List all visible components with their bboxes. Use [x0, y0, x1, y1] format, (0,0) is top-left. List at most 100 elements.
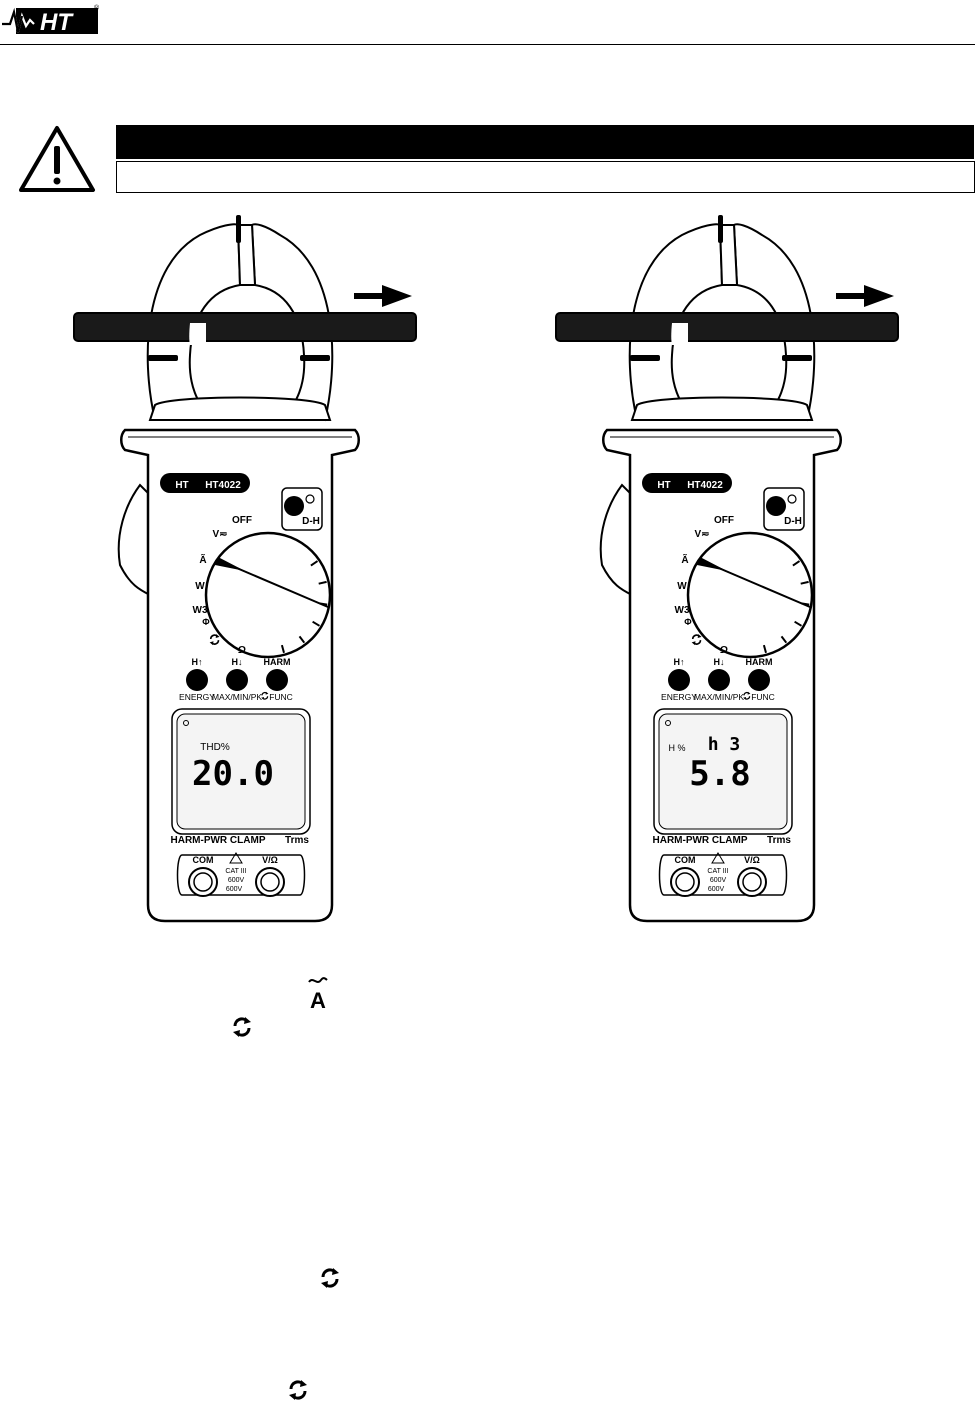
button-top-label: H↑	[192, 657, 203, 667]
dial-grip	[780, 635, 788, 644]
terminal-warning-icon	[711, 852, 725, 864]
button-bottom-label: FUNC	[751, 692, 775, 702]
jaw-overlap	[189, 323, 206, 345]
dial-grip	[762, 644, 767, 654]
dial-grip	[280, 644, 285, 654]
lightbulb-icon	[787, 494, 797, 504]
dial-label-phi: Φ	[202, 617, 210, 627]
cat-voltage-1: 600V	[710, 877, 727, 884]
dial-label-w: W	[677, 581, 687, 592]
v-ohm-label: V/Ω	[262, 855, 278, 865]
lcd-value: 20.0	[192, 754, 274, 794]
jaw-base	[630, 396, 814, 421]
auto-power-icon	[183, 720, 189, 726]
cycle-arrows-icon	[691, 634, 702, 646]
lcd-screen	[176, 713, 306, 830]
model-text: HT4022	[205, 480, 241, 491]
com-socket-inner	[675, 872, 695, 892]
brand-badge	[642, 473, 732, 493]
dial-label-a: Ã	[681, 553, 688, 566]
light-button-label: D-H	[784, 516, 802, 527]
trms-label: Trms	[285, 835, 309, 846]
jaw-mark-left	[148, 355, 178, 361]
button-top-label: H↓	[714, 657, 725, 667]
jaw-gap	[236, 224, 257, 286]
light-button	[284, 496, 304, 516]
lcd-label: H %	[668, 743, 685, 753]
logo-text: HT	[40, 9, 74, 36]
direction-arrow-shaft	[836, 293, 866, 299]
dial-label-w3: W3	[675, 605, 690, 616]
button-bottom-label: MAX/MIN/PK	[212, 692, 262, 702]
dial-label-phi: Φ	[684, 617, 692, 627]
ht-logo: HT ®	[2, 4, 100, 36]
light-button-label: D-H	[302, 516, 320, 527]
lcd-label: THD%	[200, 742, 230, 753]
dial-grip	[318, 580, 327, 585]
jaw-base	[148, 396, 332, 421]
dial-grip	[319, 602, 328, 606]
dial-grip	[801, 602, 810, 606]
jaw-mark-left	[630, 355, 660, 361]
button-bottom-label: ENERGY	[179, 692, 215, 702]
light-button	[766, 496, 786, 516]
model-footer-label: HARM-PWR CLAMP	[171, 835, 266, 846]
cycle-arrows-icon	[261, 691, 269, 700]
direction-arrow-head	[382, 285, 412, 307]
cycle-arrows-icon	[743, 691, 751, 700]
clamp-trigger	[599, 483, 633, 597]
function-button	[708, 669, 730, 691]
dial-grip	[312, 620, 321, 627]
jaw-overlap	[671, 323, 688, 345]
direction-arrow-shaft	[354, 293, 384, 299]
com-label: COM	[193, 855, 214, 865]
terminal-warning-icon	[229, 852, 243, 864]
cable	[73, 312, 417, 342]
button-bottom-label: MAX/MIN/PK	[694, 692, 744, 702]
rotary-dial	[204, 531, 332, 659]
dial-label-ohm: Ω	[720, 645, 728, 656]
button-top-label: HARM	[264, 657, 291, 667]
lcd-harmonic: h 3	[708, 734, 741, 755]
jaw-gap	[718, 224, 739, 286]
warning-triangle-icon	[19, 126, 95, 192]
function-button	[266, 669, 288, 691]
a-tilde-symbol: A	[308, 977, 328, 1013]
cat-voltage-2: 600V	[226, 886, 243, 893]
cat-label: CAT III	[225, 868, 246, 875]
cycle-arrows-icon	[321, 1268, 339, 1288]
dial-pointer-tip	[215, 557, 245, 571]
brand-badge	[160, 473, 250, 493]
lcd-screen	[658, 713, 788, 830]
lightbulb-icon	[305, 494, 315, 504]
brand-text: HT	[175, 480, 188, 491]
button-bottom-label: FUNC	[269, 692, 293, 702]
rotary-dial	[686, 531, 814, 659]
jaw-mark-top	[236, 215, 241, 243]
dial-grip	[792, 560, 801, 567]
model-footer-label: HARM-PWR CLAMP	[653, 835, 748, 846]
dial-label-off: OFF	[232, 515, 252, 526]
function-button	[226, 669, 248, 691]
com-socket-inner	[193, 872, 213, 892]
function-button	[748, 669, 770, 691]
dial-label-v: V≂	[694, 529, 709, 540]
v-socket-inner	[742, 872, 762, 892]
button-top-label: H↓	[232, 657, 243, 667]
com-label: COM	[675, 855, 696, 865]
dial-grip	[310, 560, 319, 567]
cycle-arrows-icon	[209, 634, 220, 646]
jaw-mark-right	[782, 355, 812, 361]
dial-label-w3: W3	[193, 605, 208, 616]
auto-power-icon	[665, 720, 671, 726]
cat-label: CAT III	[707, 868, 728, 875]
button-top-label: H↑	[674, 657, 685, 667]
dial-label-a: Ã	[199, 553, 206, 566]
jaw-mark-top	[718, 215, 723, 243]
direction-arrow-head	[864, 285, 894, 307]
dial-label-v: V≂	[212, 529, 227, 540]
clamp-trigger	[117, 483, 151, 597]
lcd-value: 5.8	[689, 754, 750, 794]
